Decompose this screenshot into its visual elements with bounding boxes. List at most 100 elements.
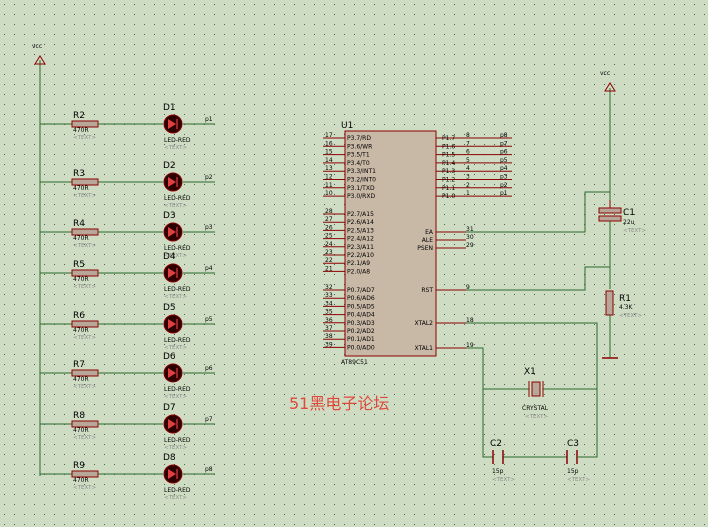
pin-number: 38 [325,333,333,340]
crystal-x1[interactable]: X1 CRYSTAL <TEXT> [522,367,549,420]
resistor-text: <TEXT> [73,485,96,491]
vcc-right-terminal[interactable]: vcc [600,70,616,200]
ea-wire[interactable] [466,191,610,233]
pin-name: P0.3/AD3 [347,320,375,327]
led-text: <TEXT> [164,253,187,259]
resistor-r1[interactable]: R1 4.3K <TEXT> [602,290,642,359]
c1-plate-top [598,207,622,214]
pin-number: 3 [466,174,470,181]
pin-number: 27 [325,216,333,223]
pin-name: P2.5/A13 [347,227,374,234]
c2-text: <TEXT> [492,477,515,483]
led-type: LED-RED [164,487,191,494]
pin-name: P3.2/INT0 [347,177,376,184]
led-triangle-icon [168,177,176,187]
mcu-body[interactable] [344,130,437,357]
led-ref: D2 [163,161,176,171]
c1-text: <TEXT> [623,228,646,234]
pin-number: 21 [325,265,333,272]
pin-name: P1.1 [442,185,455,192]
xtal2-wire[interactable] [466,322,598,458]
pin-name: P3.4/T0 [347,160,370,167]
led-triangle-icon [168,368,176,378]
pin-net-label: p1 [500,190,508,197]
pin-number: 7 [466,140,470,147]
pin-name: P3.3/INT1 [347,168,376,175]
led-triangle-icon [168,469,176,479]
pin-number: 33 [325,292,333,299]
pin-name: P1.4 [442,160,455,167]
pin-name: P0.7/AD7 [347,287,375,294]
pin-number: 22 [325,257,333,264]
pin-name: P0.2/AD2 [347,328,375,335]
pin-number: 5 [466,157,470,164]
vcc-left-terminal[interactable]: vcc [32,43,46,476]
mcu-pin-control[interactable]: RST 9 [421,284,470,294]
pin-number: 36 [325,317,333,324]
pin-number: 24 [325,241,333,248]
pin-number: 9 [466,284,470,291]
pin-number: 28 [325,208,333,215]
led-triangle-icon [168,319,176,329]
capacitor-c1[interactable]: C1 22u <TEXT> [598,200,646,289]
xtal1-wire[interactable] [466,347,493,458]
pin-number: 1 [466,190,470,197]
pin-number: 11 [325,182,333,189]
pin-number: 16 [325,140,333,147]
watermark: 51黑电子论坛 [289,394,389,413]
pin-name: EA [425,229,434,236]
led-ref: D6 [163,352,176,362]
resistor-ref: R5 [73,260,85,270]
capacitor-c2[interactable]: C2 15p <TEXT> [490,439,515,483]
r1-text: <TEXT> [619,313,642,319]
mcu-pin-left[interactable]: 36 P0.3/AD3 [323,317,375,327]
rst-wire[interactable] [466,266,610,291]
led-text: <TEXT> [164,203,187,209]
c1-value: 22u [623,219,635,226]
capacitor-c3[interactable]: C3 15p <TEXT> [566,439,590,483]
resistor-text: <TEXT> [73,335,96,341]
pin-number: 25 [325,233,333,240]
c2-value: 15p [492,468,504,475]
pin-name: RST [421,287,433,294]
